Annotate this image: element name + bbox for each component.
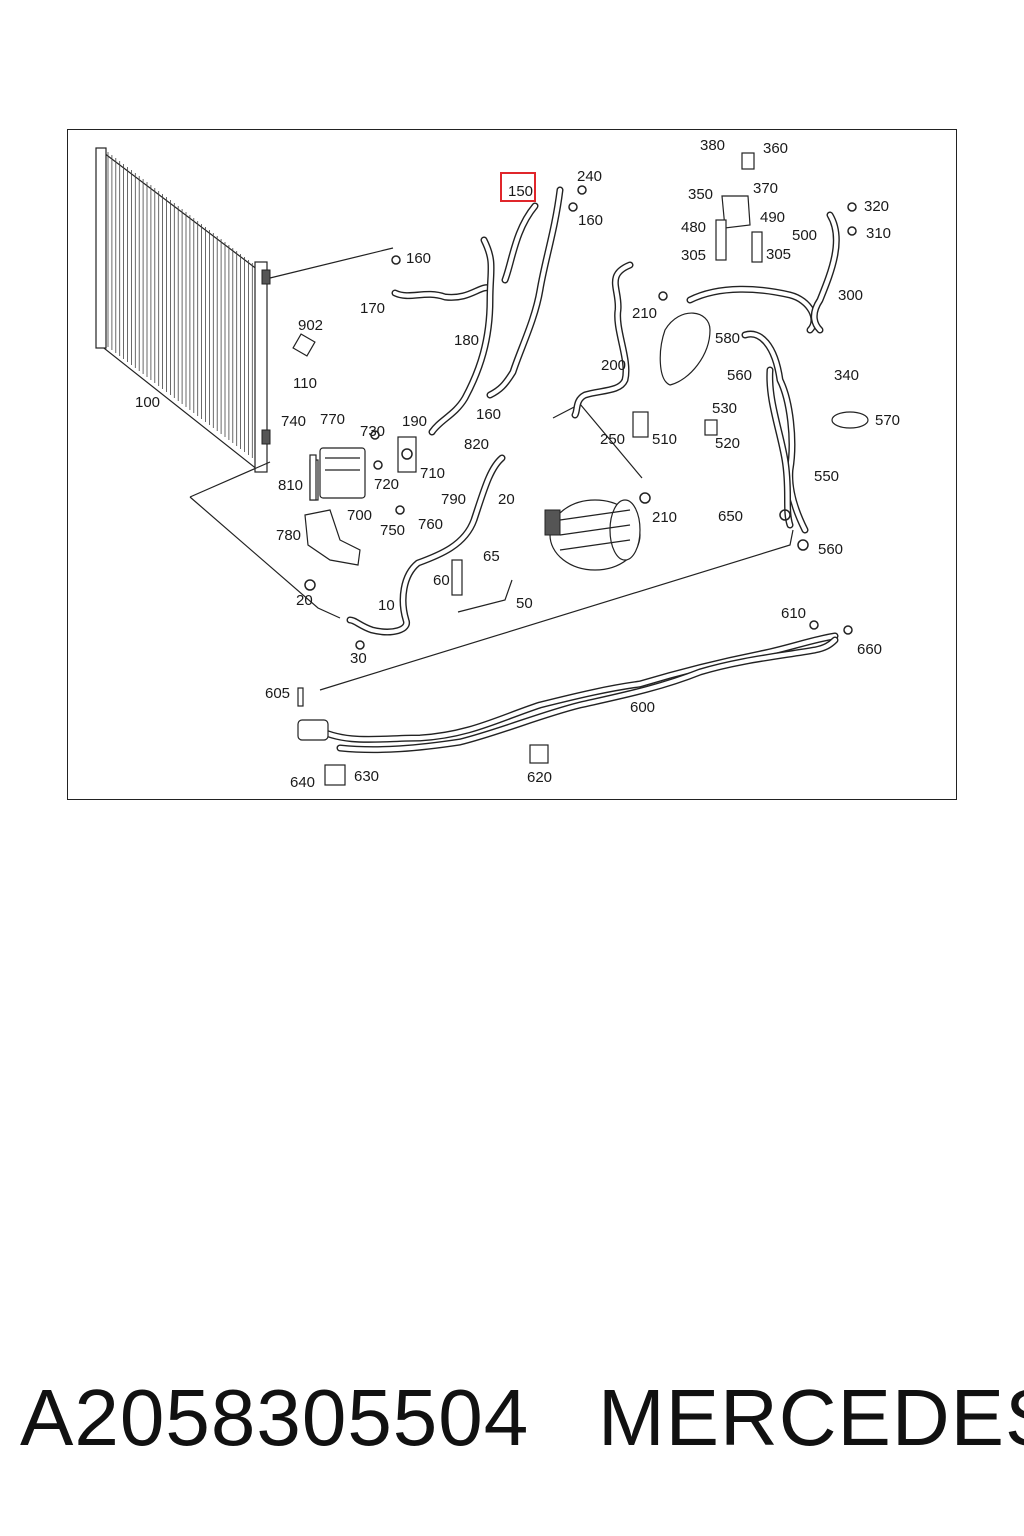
- callout-label-550: 550: [814, 468, 839, 485]
- callout-label-190: 190: [402, 413, 427, 430]
- callout-label-520: 520: [715, 435, 740, 452]
- callout-label-210: 210: [632, 305, 657, 322]
- callout-label-660: 660: [857, 641, 882, 658]
- callout-label-160: 160: [476, 406, 501, 423]
- callout-label-490: 490: [760, 209, 785, 226]
- callout-label-170: 170: [360, 300, 385, 317]
- callout-label-760: 760: [418, 516, 443, 533]
- callout-label-600: 600: [630, 699, 655, 716]
- callout-label-180: 180: [454, 332, 479, 349]
- callout-label-340: 340: [834, 367, 859, 384]
- callout-label-100: 100: [135, 394, 160, 411]
- diagram-frame: [67, 129, 957, 800]
- callout-label-650: 650: [718, 508, 743, 525]
- callout-label-30: 30: [350, 650, 367, 667]
- callout-label-560: 560: [727, 367, 752, 384]
- callout-label-20: 20: [296, 592, 313, 609]
- callout-label-305: 305: [681, 247, 706, 264]
- callout-label-150: 150: [508, 183, 533, 200]
- callout-label-710: 710: [420, 465, 445, 482]
- callout-label-210: 210: [652, 509, 677, 526]
- callout-label-240: 240: [577, 168, 602, 185]
- callout-label-570: 570: [875, 412, 900, 429]
- callout-label-10: 10: [378, 597, 395, 614]
- callout-label-820: 820: [464, 436, 489, 453]
- callout-label-360: 360: [763, 140, 788, 157]
- callout-label-560: 560: [818, 541, 843, 558]
- callout-label-730: 730: [360, 423, 385, 440]
- callout-label-810: 810: [278, 477, 303, 494]
- hose-lines: [311, 186, 840, 754]
- highlighted-part-box: [500, 172, 536, 202]
- callout-label-620: 620: [527, 769, 552, 786]
- callout-label-160: 160: [578, 212, 603, 229]
- callout-label-700: 700: [347, 507, 372, 524]
- callout-label-300: 300: [838, 287, 863, 304]
- callout-label-740: 740: [281, 413, 306, 430]
- callout-label-500: 500: [792, 227, 817, 244]
- callout-label-20: 20: [498, 491, 515, 508]
- callout-label-50: 50: [516, 595, 533, 612]
- callout-label-770: 770: [320, 411, 345, 428]
- callout-label-610: 610: [781, 605, 806, 622]
- components: [292, 152, 869, 786]
- callout-label-720: 720: [374, 476, 399, 493]
- callout-label-320: 320: [864, 198, 889, 215]
- callout-label-780: 780: [276, 527, 301, 544]
- callout-label-640: 640: [290, 774, 315, 791]
- callout-label-480: 480: [681, 219, 706, 236]
- callout-label-200: 200: [601, 357, 626, 374]
- callout-label-305: 305: [766, 246, 791, 263]
- compressor: [544, 499, 641, 571]
- callout-label-530: 530: [712, 400, 737, 417]
- callout-label-60: 60: [433, 572, 450, 589]
- callout-label-250: 250: [600, 431, 625, 448]
- callout-label-902: 902: [298, 317, 323, 334]
- callout-label-605: 605: [265, 685, 290, 702]
- callout-label-510: 510: [652, 431, 677, 448]
- callout-label-370: 370: [753, 180, 778, 197]
- callout-label-630: 630: [354, 768, 379, 785]
- callout-label-65: 65: [483, 548, 500, 565]
- callout-label-350: 350: [688, 186, 713, 203]
- callout-label-110: 110: [293, 375, 317, 392]
- callout-label-580: 580: [715, 330, 740, 347]
- callout-label-790: 790: [441, 491, 466, 508]
- callout-label-380: 380: [700, 137, 725, 154]
- callout-label-750: 750: [380, 522, 405, 539]
- condenser-100: [95, 147, 394, 498]
- callout-label-310: 310: [866, 225, 891, 242]
- callout-label-160: 160: [406, 250, 431, 267]
- brand-name: MERCEDES: [598, 1373, 1024, 1462]
- part-number: A2058305504: [20, 1373, 530, 1462]
